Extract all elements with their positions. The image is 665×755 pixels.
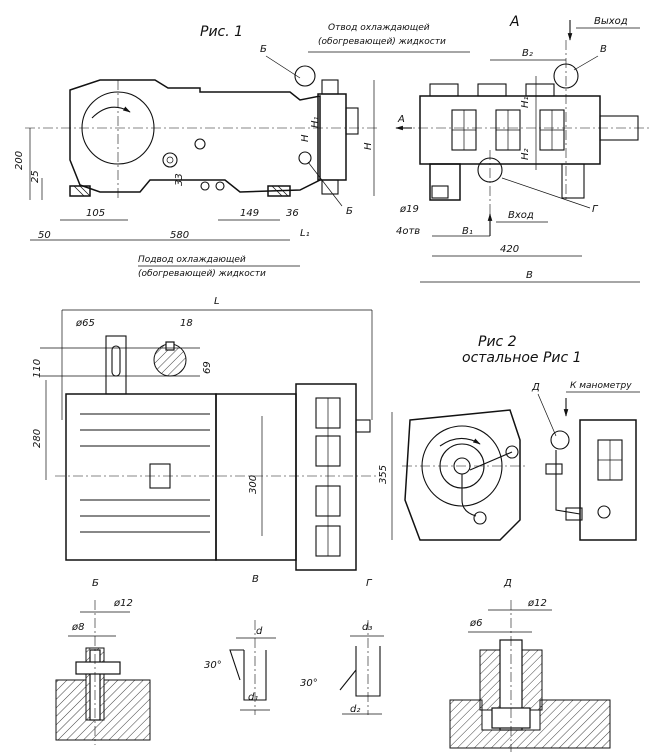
dim-18: 18: [180, 318, 193, 329]
dim-149: 149: [240, 208, 259, 219]
dim-580: 580: [170, 230, 189, 241]
dim-phi65: ø65: [75, 318, 95, 329]
detail-v-angle: 30°: [204, 660, 222, 671]
arrow-a-label: А: [397, 114, 405, 125]
fig1-view-a: А А Выход В Вход Г: [395, 14, 650, 283]
dim-L1: L₁: [300, 228, 310, 239]
detail-b-phi8: ø8: [71, 622, 84, 633]
coolant-outlet-line1: Отвод охлаждающей: [328, 23, 430, 33]
detail-d: Д ø12 ø6: [449, 578, 611, 752]
detail-d-phi6: ø6: [469, 618, 482, 629]
inlet-label: Вход: [508, 210, 534, 221]
fig2-caption-line1: Рис 2: [478, 334, 517, 350]
dim-420: 420: [500, 244, 519, 255]
dim-110: 110: [32, 359, 43, 378]
coolant-inlet-line1: Подвод охлаждающей: [138, 255, 246, 265]
dim-B1: B₁: [462, 226, 473, 237]
dim-300: 300: [248, 475, 259, 494]
dim-280: 280: [32, 429, 43, 448]
detail-g-angle: 30°: [300, 678, 318, 689]
dim-B2: B₂: [522, 48, 533, 59]
dim-200: 200: [14, 151, 25, 170]
plan-view: L ø65 18 69 110 280 300: [32, 296, 380, 585]
fig1-side-view: Рис. 1 200 25 105: [14, 23, 470, 279]
fig2: Рис 2 остальное Рис 1 355 Д К манометру: [378, 334, 640, 541]
detail-b: Б ø12 ø8: [55, 578, 151, 745]
detail-v-d: d: [256, 626, 263, 637]
detail-g: Г d₃ 30° d₂: [300, 578, 384, 715]
fig2-caption-line2: остальное Рис 1: [462, 350, 582, 366]
callout-b-top: Б: [260, 44, 267, 55]
detail-v: d 30° d₁: [204, 620, 276, 715]
dim-H1: H₁: [310, 116, 321, 128]
dim-105: 105: [86, 208, 105, 219]
dim-25: 25: [30, 170, 41, 183]
view-a-title: А: [509, 14, 520, 30]
outlet-label: Выход: [594, 16, 628, 27]
dim-50: 50: [38, 230, 51, 241]
detail-g-d3: d₃: [362, 622, 372, 633]
dim-H2: H₂: [520, 148, 531, 160]
dim-L: L: [214, 296, 220, 307]
dim-69: 69: [202, 361, 213, 374]
callout-g: Г: [592, 204, 599, 215]
callout-v: В: [600, 44, 607, 55]
detail-b-title: Б: [92, 578, 99, 589]
detail-d-title: Д: [503, 578, 512, 589]
dim-phi19: ø19: [399, 204, 419, 215]
detail-v-d1: d₁: [248, 692, 258, 703]
dim-H1-right: H₁: [520, 96, 531, 108]
dim-355: 355: [378, 465, 389, 484]
callout-b-bottom: Б: [346, 206, 353, 217]
callout-d: Д: [531, 382, 540, 393]
plan-callout-v: В: [252, 574, 259, 585]
dim-H-sub: H: [300, 134, 311, 142]
detail-d-phi12: ø12: [527, 598, 547, 609]
dim-H: H: [363, 142, 374, 150]
fig1-caption: Рис. 1: [200, 24, 243, 40]
detail-b-phi12: ø12: [113, 598, 133, 609]
dim-B: B: [526, 270, 533, 281]
dim-36: 36: [286, 208, 299, 219]
dim-33: 33: [174, 173, 185, 186]
coolant-outlet-line2: (обогревающей) жидкости: [318, 37, 446, 47]
detail-g-title: Г: [366, 578, 373, 589]
dim-4holes: 4отв: [396, 226, 420, 237]
to-gauge-label: К манометру: [570, 381, 632, 391]
coolant-inlet-line2: (обогревающей) жидкости: [138, 269, 266, 279]
detail-g-d2: d₂: [350, 704, 360, 715]
